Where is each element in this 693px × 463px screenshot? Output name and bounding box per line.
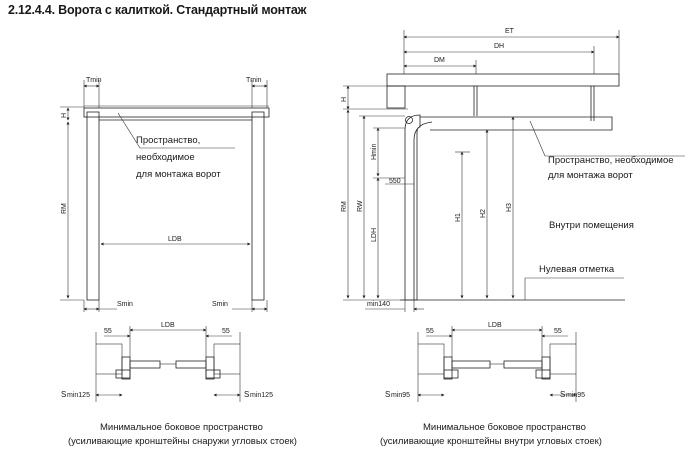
dr-55-right-label: 55 bbox=[554, 328, 562, 335]
dim-550-label: 550 bbox=[389, 178, 401, 185]
dm-label: DM bbox=[434, 57, 445, 64]
min140-label: min140 bbox=[367, 301, 390, 308]
inside-room-label: Внутри помещения bbox=[549, 220, 634, 231]
dl-55-left-label: 55 bbox=[104, 328, 112, 335]
dl-s-left: S bbox=[61, 390, 66, 399]
detail-left-wall-b bbox=[213, 343, 241, 375]
detail-right-wall-a bbox=[417, 343, 445, 375]
rw-label: RW bbox=[357, 200, 364, 212]
smin-left-label: Smin bbox=[117, 301, 133, 308]
front-space-note-line3: для монтажа ворот bbox=[136, 169, 221, 180]
dl-caption-line1: Минимальное боковое пространство bbox=[100, 422, 263, 433]
page-title: 2.12.4.4. Ворота с калиткой. Стандартный… bbox=[8, 3, 307, 17]
tmin-left-label: Tmin bbox=[86, 77, 102, 84]
h3-label: H3 bbox=[506, 203, 513, 212]
front-lintel bbox=[83, 107, 270, 118]
h1-label: H1 bbox=[455, 213, 462, 222]
dr-55-left-label: 55 bbox=[426, 328, 434, 335]
ldb-label: LDB bbox=[168, 236, 182, 243]
et-label: ET bbox=[505, 28, 515, 35]
dr-s-left: S bbox=[385, 390, 390, 399]
dr-smin-right-label: min95 bbox=[566, 392, 585, 399]
rm-label: RM bbox=[61, 203, 68, 214]
ldh-label: LDH bbox=[371, 228, 378, 242]
side-view: ET DH DM H RM RW Hmin LDH 550 H1 H2 H3 bbox=[341, 28, 685, 312]
side-space-note-line2: для монтажа ворот bbox=[548, 170, 633, 181]
dr-caption-line1: Минимальное боковое пространство bbox=[423, 422, 586, 433]
dl-smin-right-label: min125 bbox=[250, 392, 273, 399]
tmin-right-label: Tmin bbox=[246, 77, 262, 84]
front-left-column bbox=[86, 111, 100, 301]
dr-smin-left-label: min95 bbox=[391, 392, 410, 399]
dl-55-right-label: 55 bbox=[222, 328, 230, 335]
side-space-note-line1: Пространство, необходимое bbox=[548, 155, 674, 166]
detail-inside-brackets: 55 55 LDB S min95 S min95 Минимальное бо… bbox=[380, 322, 602, 447]
front-space-note-line1: Пространство, bbox=[136, 135, 200, 146]
dr-ldb-label: LDB bbox=[488, 322, 502, 329]
dr-caption-line2: (усиливающие кронштейны внутри угловых с… bbox=[380, 436, 602, 447]
front-space-note-line2: необходимое bbox=[136, 152, 195, 163]
dl-caption-line2: (усиливающие кронштейны снаружи угловых … bbox=[68, 436, 297, 447]
side-lintel bbox=[386, 73, 620, 87]
side-h-label: H bbox=[341, 97, 348, 102]
dr-s-right: S bbox=[560, 390, 565, 399]
dl-s-right: S bbox=[244, 390, 249, 399]
h-label: H bbox=[61, 113, 68, 118]
dl-ldb-label: LDB bbox=[161, 322, 175, 329]
h2-label: H2 bbox=[480, 209, 487, 218]
zero-mark-label: Нулевая отметка bbox=[539, 264, 615, 275]
dl-smin-left-label: min125 bbox=[67, 392, 90, 399]
hmin-label: Hmin bbox=[371, 144, 378, 160]
detail-outside-brackets: 55 55 LDB S min125 S min125 Минимальное … bbox=[61, 322, 297, 447]
detail-right-wall-b bbox=[549, 343, 577, 375]
front-right-column bbox=[251, 111, 265, 301]
front-view: Tmin Tmin H RM LDB Smin Smin Пространств… bbox=[60, 77, 270, 312]
dh-label: DH bbox=[494, 43, 504, 50]
smin-right-label: Smin bbox=[212, 301, 228, 308]
detail-left-wall-a bbox=[95, 343, 123, 375]
side-rm-label: RM bbox=[341, 201, 348, 212]
